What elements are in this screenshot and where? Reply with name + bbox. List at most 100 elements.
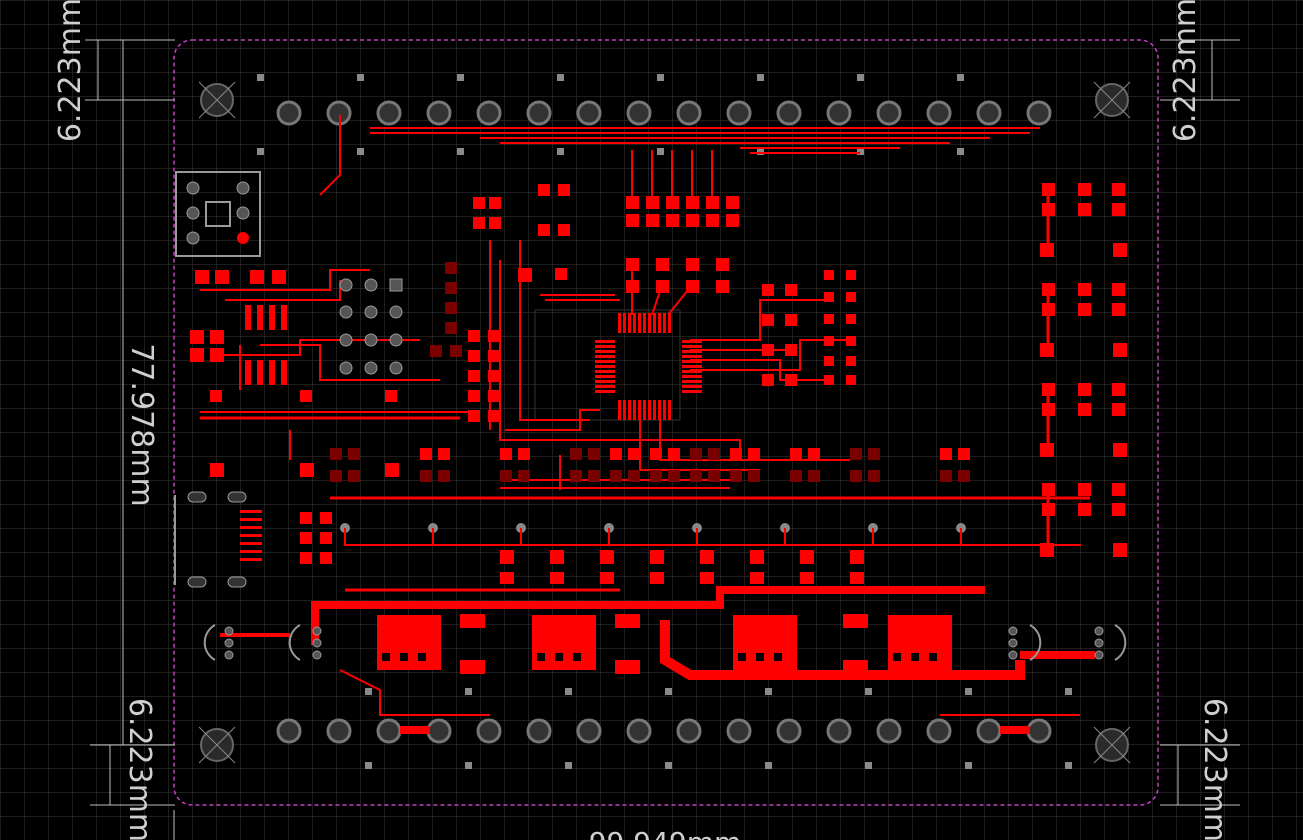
- smd-pad[interactable]: [628, 470, 640, 482]
- button-pad[interactable]: [1113, 443, 1127, 457]
- button-pad[interactable]: [1112, 203, 1125, 216]
- smd-pad[interactable]: [708, 470, 720, 482]
- transistor-pad[interactable]: [850, 550, 864, 564]
- smd-pad[interactable]: [348, 470, 360, 482]
- power-modules[interactable]: [377, 614, 952, 674]
- transistor-pad[interactable]: [600, 550, 614, 564]
- button-pad[interactable]: [1078, 303, 1091, 316]
- header-pin[interactable]: [276, 718, 302, 744]
- header-pin[interactable]: [476, 718, 502, 744]
- smd-pad[interactable]: [790, 448, 802, 460]
- smd-pad[interactable]: [570, 448, 582, 460]
- header-pin[interactable]: [876, 100, 902, 126]
- button-pad[interactable]: [1040, 443, 1054, 457]
- left-traces[interactable]: [200, 269, 1090, 500]
- header-pin[interactable]: [1026, 718, 1052, 744]
- header-pin[interactable]: [376, 100, 402, 126]
- right-ic-components[interactable]: [762, 270, 856, 386]
- smd-pad[interactable]: [868, 448, 880, 460]
- smd-pad[interactable]: [518, 470, 530, 482]
- ic-passives-dark[interactable]: [430, 262, 462, 357]
- transistor-pad[interactable]: [500, 572, 514, 584]
- smd-pad[interactable]: [690, 448, 702, 460]
- smd-pad[interactable]: [668, 448, 680, 460]
- button-pad[interactable]: [1112, 303, 1125, 316]
- header-pin[interactable]: [526, 100, 552, 126]
- smd-pad[interactable]: [588, 448, 600, 460]
- smd-pad[interactable]: [730, 470, 742, 482]
- button-pad[interactable]: [1078, 483, 1091, 496]
- smd-pad[interactable]: [570, 470, 582, 482]
- smd-pad[interactable]: [438, 448, 450, 460]
- button-pad[interactable]: [1042, 483, 1055, 496]
- button-pad[interactable]: [1078, 383, 1091, 396]
- top-bus-traces[interactable]: [319, 115, 1040, 196]
- smd-pad[interactable]: [668, 470, 680, 482]
- ic-passives[interactable]: [468, 184, 570, 422]
- button-pad[interactable]: [1112, 383, 1125, 396]
- transistor-pad[interactable]: [750, 572, 764, 584]
- smd-pad[interactable]: [500, 448, 512, 460]
- smd-pad[interactable]: [748, 448, 760, 460]
- smd-pad[interactable]: [868, 470, 880, 482]
- smd-pad[interactable]: [330, 470, 342, 482]
- smd-pad[interactable]: [610, 448, 622, 460]
- button-pad[interactable]: [1112, 183, 1125, 196]
- smd-pad[interactable]: [610, 470, 622, 482]
- button-pad[interactable]: [1078, 203, 1091, 216]
- smd-pad[interactable]: [730, 448, 742, 460]
- mounting-holes[interactable]: [198, 81, 1131, 764]
- smd-pad[interactable]: [790, 470, 802, 482]
- bottom-header-pins[interactable]: [276, 718, 1052, 744]
- transistor-pad[interactable]: [700, 572, 714, 584]
- smd-pad[interactable]: [850, 470, 862, 482]
- header-pin[interactable]: [926, 100, 952, 126]
- transistor-pad[interactable]: [750, 550, 764, 564]
- test-point-row[interactable]: [340, 523, 1081, 546]
- board-outline[interactable]: [173, 39, 1159, 806]
- transistor-row[interactable]: [500, 550, 864, 584]
- transistor-pad[interactable]: [700, 550, 714, 564]
- button-pad[interactable]: [1113, 543, 1127, 557]
- smd-pad[interactable]: [958, 470, 970, 482]
- header-pin[interactable]: [776, 718, 802, 744]
- button-pad[interactable]: [1078, 503, 1091, 516]
- button-pad[interactable]: [1112, 483, 1125, 496]
- header-pin[interactable]: [476, 100, 502, 126]
- header-pin[interactable]: [376, 718, 402, 744]
- smd-pad[interactable]: [940, 470, 952, 482]
- smd-pad[interactable]: [958, 448, 970, 460]
- button-pad[interactable]: [1042, 183, 1055, 196]
- header-pin[interactable]: [926, 718, 952, 744]
- header-pin[interactable]: [1026, 100, 1052, 126]
- smd-pad[interactable]: [748, 470, 760, 482]
- smd-pad[interactable]: [438, 470, 450, 482]
- smd-pad[interactable]: [708, 448, 720, 460]
- header-pin[interactable]: [826, 718, 852, 744]
- power-module-4[interactable]: [888, 615, 952, 670]
- transistor-pad[interactable]: [500, 550, 514, 564]
- mounting-hole-top-left[interactable]: [198, 81, 236, 119]
- micro-usb-connector[interactable]: [174, 491, 332, 588]
- button-pad[interactable]: [1078, 403, 1091, 416]
- button-pad[interactable]: [1042, 383, 1055, 396]
- header-pin[interactable]: [876, 718, 902, 744]
- mounting-hole-bottom-left[interactable]: [198, 726, 236, 764]
- smd-pad[interactable]: [940, 448, 952, 460]
- smd-pad[interactable]: [518, 448, 530, 460]
- button-pad[interactable]: [1112, 283, 1125, 296]
- button-pad[interactable]: [1042, 283, 1055, 296]
- smd-pad[interactable]: [420, 448, 432, 460]
- button-pad[interactable]: [1040, 243, 1054, 257]
- button-pad[interactable]: [1113, 243, 1127, 257]
- side-connector-left[interactable]: [203, 624, 322, 661]
- smd-pad[interactable]: [588, 470, 600, 482]
- side-connector-right[interactable]: [1008, 624, 1127, 661]
- header-pin[interactable]: [626, 100, 652, 126]
- transistor-pad[interactable]: [600, 572, 614, 584]
- button-pad[interactable]: [1112, 503, 1125, 516]
- smd-pad[interactable]: [808, 448, 820, 460]
- header-pin[interactable]: [976, 718, 1002, 744]
- middle-component-row[interactable]: [330, 448, 970, 482]
- smd-pad[interactable]: [650, 470, 662, 482]
